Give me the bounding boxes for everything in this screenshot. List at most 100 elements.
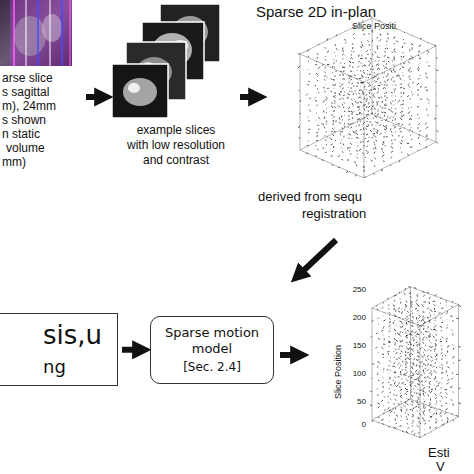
motion-vector: [384, 95, 385, 97]
motion-vector: [369, 82, 371, 83]
motion-vector: [376, 74, 378, 76]
motion-vector: [433, 413, 435, 415]
motion-vector: [376, 37, 378, 39]
motion-vector: [410, 377, 412, 378]
motion-vector: [428, 405, 429, 406]
motion-vector: [357, 107, 359, 108]
motion-vector: [364, 109, 365, 110]
quiver-plot: [370, 287, 461, 438]
motion-vector: [412, 410, 413, 411]
motion-vector: [447, 327, 449, 329]
motion-vector: [429, 381, 431, 383]
motion-vector: [417, 294, 418, 296]
motion-vector: [400, 326, 402, 327]
motion-vector: [419, 343, 421, 345]
motion-vector: [391, 110, 393, 112]
motion-vector: [440, 341, 442, 342]
motion-vector: [378, 318, 379, 319]
motion-vector: [424, 407, 426, 409]
motion-vector: [442, 336, 444, 338]
motion-vector: [451, 399, 453, 401]
motion-vector: [434, 351, 435, 352]
motion-vector: [394, 427, 396, 429]
motion-vector: [336, 120, 337, 122]
motion-vector: [408, 85, 410, 87]
motion-vector: [350, 79, 352, 80]
motion-vector: [394, 81, 395, 83]
motion-vector: [363, 166, 364, 168]
motion-vector: [350, 123, 351, 125]
motion-vector: [447, 333, 448, 334]
motion-vector: [417, 373, 419, 375]
motion-vector: [342, 104, 343, 106]
motion-vector: [348, 82, 350, 84]
motion-vector: [349, 131, 350, 132]
motion-vector: [365, 128, 367, 130]
motion-vector: [418, 380, 420, 381]
motion-vector: [446, 341, 447, 343]
motion-vector: [412, 337, 414, 339]
motion-vector: [405, 401, 407, 402]
motion-vector: [423, 295, 425, 297]
motion-vector: [389, 415, 391, 417]
motion-vector: [404, 80, 405, 82]
motion-vector: [360, 141, 362, 143]
motion-vector: [376, 140, 377, 142]
motion-vector: [434, 320, 435, 322]
motion-vector: [433, 301, 435, 303]
caption-text: registration: [302, 207, 366, 222]
motion-vector: [402, 46, 404, 48]
motion-vector: [424, 401, 425, 402]
motion-vector: [395, 95, 396, 97]
motion-vector: [377, 130, 378, 132]
motion-vector: [390, 398, 391, 400]
motion-vector: [403, 52, 404, 53]
motion-vector: [412, 82, 414, 84]
motion-vector: [401, 111, 403, 112]
motion-vector: [326, 108, 328, 109]
motion-vector: [339, 122, 341, 123]
motion-vector: [368, 60, 370, 62]
motion-vector: [374, 166, 375, 167]
motion-vector: [383, 372, 385, 373]
motion-vector: [446, 305, 447, 306]
motion-vector: [416, 359, 418, 360]
motion-vector: [368, 106, 370, 108]
motion-vector: [358, 74, 359, 76]
motion-vector: [428, 331, 429, 332]
motion-vector: [418, 383, 420, 385]
motion-vector: [359, 124, 360, 126]
motion-vector: [382, 377, 384, 379]
motion-vector: [406, 342, 408, 343]
motion-vector: [398, 376, 400, 377]
motion-vector: [367, 152, 369, 154]
motion-vector: [431, 346, 433, 347]
quiver-plot: [298, 16, 439, 178]
motion-vector: [419, 131, 421, 132]
motion-vector: [420, 38, 422, 40]
motion-vector: [428, 302, 430, 304]
motion-vector: [351, 87, 352, 89]
motion-vector: [441, 396, 443, 398]
motion-vector: [388, 336, 390, 337]
plot-axis: [372, 18, 373, 114]
motion-vector: [353, 71, 354, 72]
motion-vector: [345, 42, 347, 44]
motion-vector: [393, 65, 395, 67]
motion-vector: [308, 60, 309, 62]
motion-vector: [340, 142, 341, 144]
motion-vector: [378, 110, 379, 112]
motion-vector: [409, 353, 411, 354]
motion-vector: [418, 359, 419, 361]
motion-vector: [406, 316, 408, 317]
motion-vector: [395, 99, 396, 101]
motion-vector: [411, 358, 412, 359]
motion-vector: [307, 50, 309, 52]
motion-vector: [396, 340, 398, 342]
motion-vector: [428, 115, 429, 116]
plot-axis: [372, 287, 411, 308]
motion-vector: [435, 294, 437, 295]
motion-vector: [388, 341, 390, 343]
motion-vector: [441, 387, 442, 388]
motion-vector: [393, 322, 394, 324]
